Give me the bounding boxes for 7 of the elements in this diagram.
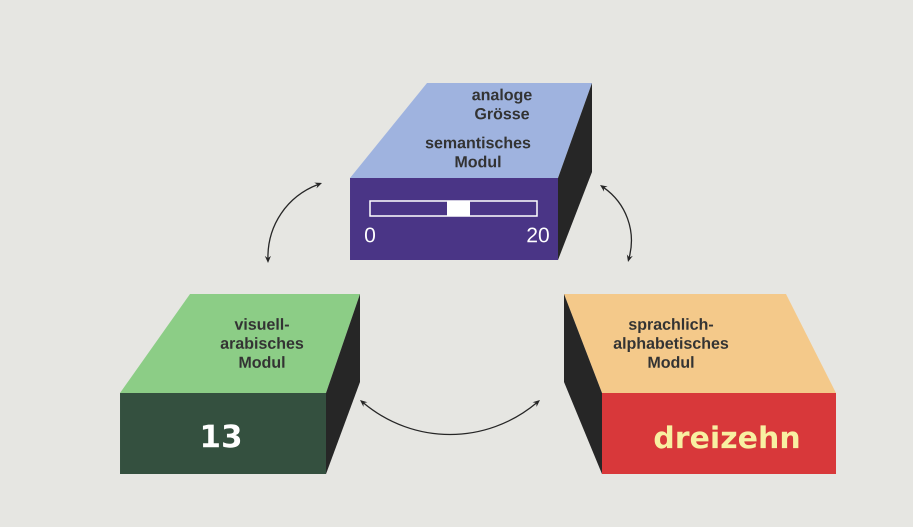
node-label: dreizehn xyxy=(654,425,798,449)
node-label: 13 xyxy=(202,424,240,448)
node-label: 20 xyxy=(527,228,549,242)
module-block: sprachlich-alphabetisches Modul dreizehn xyxy=(564,294,836,474)
module-block: visuell-arabisches Modul 13 xyxy=(120,294,360,474)
node-label: 0 xyxy=(364,228,376,242)
module-block: analoge Grösse semantisches Modul 0 20 xyxy=(350,83,592,260)
